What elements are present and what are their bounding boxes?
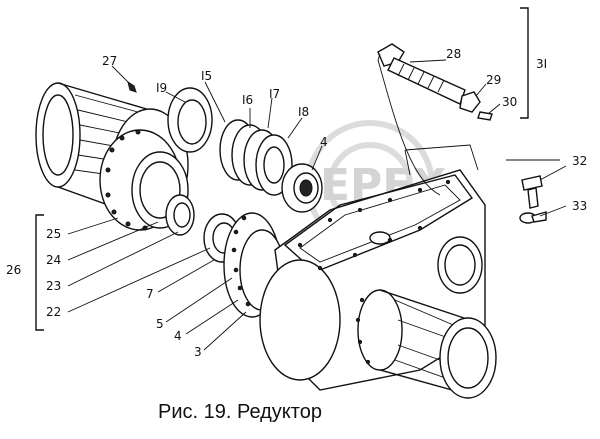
bolt-28 [377, 43, 466, 105]
label-26: 26 [6, 263, 21, 277]
label-33: 33 [572, 199, 587, 213]
gear-housing [259, 144, 486, 391]
label-31: 3I [536, 57, 547, 71]
label-23: 23 [46, 279, 61, 293]
nut-29 [459, 91, 481, 113]
label-17: I7 [269, 87, 280, 101]
bracket-31 [520, 7, 529, 119]
bracket-26 [35, 214, 44, 331]
label-7: 7 [146, 287, 154, 301]
ring-23 [165, 194, 195, 236]
bolt-32 [521, 175, 543, 209]
seal-stack [219, 119, 293, 196]
label-4-upper: 4 [320, 135, 328, 149]
label-15: I5 [201, 69, 212, 83]
label-32: 32 [572, 154, 587, 168]
label-16: I6 [242, 93, 253, 107]
label-29: 29 [486, 73, 501, 87]
label-18: I8 [298, 105, 309, 119]
label-24: 24 [46, 253, 61, 267]
output-tube [355, 289, 497, 399]
washer-33 [519, 211, 547, 224]
label-4-lower: 4 [174, 329, 182, 343]
label-25: 25 [46, 227, 61, 241]
label-22: 22 [46, 305, 61, 319]
screw-27 [127, 80, 137, 93]
label-28: 28 [446, 47, 461, 61]
bearing-4-upper [281, 163, 323, 213]
label-19: I9 [156, 81, 167, 95]
ring-19 [167, 87, 213, 153]
pin-30 [477, 111, 493, 121]
label-3: 3 [194, 345, 202, 359]
label-5: 5 [156, 317, 164, 331]
figure-caption: Рис. 19. Редуктор [158, 401, 322, 423]
label-27: 27 [102, 54, 117, 68]
label-30: 30 [502, 95, 517, 109]
leader-lines [67, 59, 567, 351]
callout-labels: 27 I9 I5 I6 I7 I8 4 28 29 30 3I 32 33 25… [6, 47, 587, 359]
